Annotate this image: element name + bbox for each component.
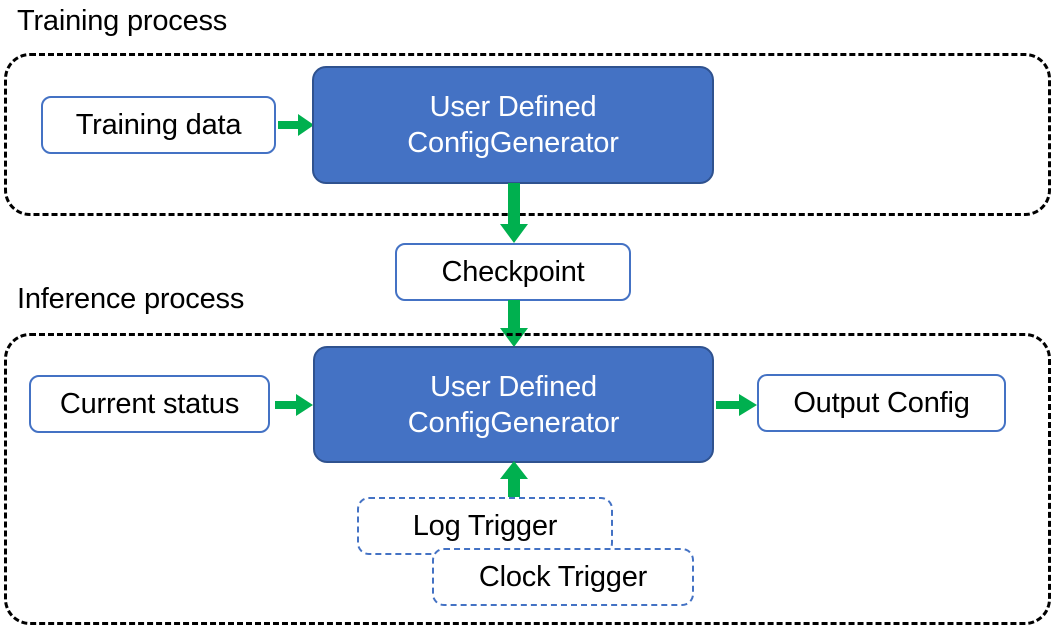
node-training-config-generator-line1: User Defined [429, 91, 597, 123]
node-current-status[interactable]: Current status [29, 375, 270, 433]
node-inference-config-generator-line1: User Defined [430, 370, 597, 403]
node-training-data[interactable]: Training data [41, 96, 276, 154]
node-inference-config-generator[interactable]: User Defined ConfigGenerator [313, 346, 714, 463]
node-current-status-label: Current status [59, 388, 240, 420]
node-training-config-generator[interactable]: User Defined ConfigGenerator [312, 66, 714, 184]
training-process-container [4, 53, 1051, 216]
node-output-config[interactable]: Output Config [757, 374, 1006, 432]
node-clock-trigger[interactable]: Clock Trigger [432, 548, 694, 606]
arrow-triggers-to-inference-generator [498, 461, 532, 501]
arrow-training-generator-to-checkpoint [498, 183, 532, 245]
node-checkpoint-label: Checkpoint [441, 256, 585, 288]
inference-process-label: Inference process [17, 283, 245, 315]
node-clock-trigger-label: Clock Trigger [478, 561, 648, 593]
node-log-trigger-label: Log Trigger [412, 510, 558, 542]
node-training-config-generator-line2: ConfigGenerator [407, 127, 619, 159]
training-process-label: Training process [17, 5, 228, 37]
node-log-trigger[interactable]: Log Trigger [357, 497, 613, 555]
arrow-inference-generator-to-output-config [716, 388, 759, 422]
node-training-data-label: Training data [75, 109, 242, 141]
arrow-current-status-to-inference-generator [275, 388, 315, 422]
node-checkpoint[interactable]: Checkpoint [395, 243, 631, 301]
node-output-config-label: Output Config [793, 387, 970, 419]
inference-process-container [4, 333, 1051, 625]
node-inference-config-generator-line2: ConfigGenerator [407, 406, 620, 439]
arrow-training-data-to-generator [278, 108, 316, 142]
